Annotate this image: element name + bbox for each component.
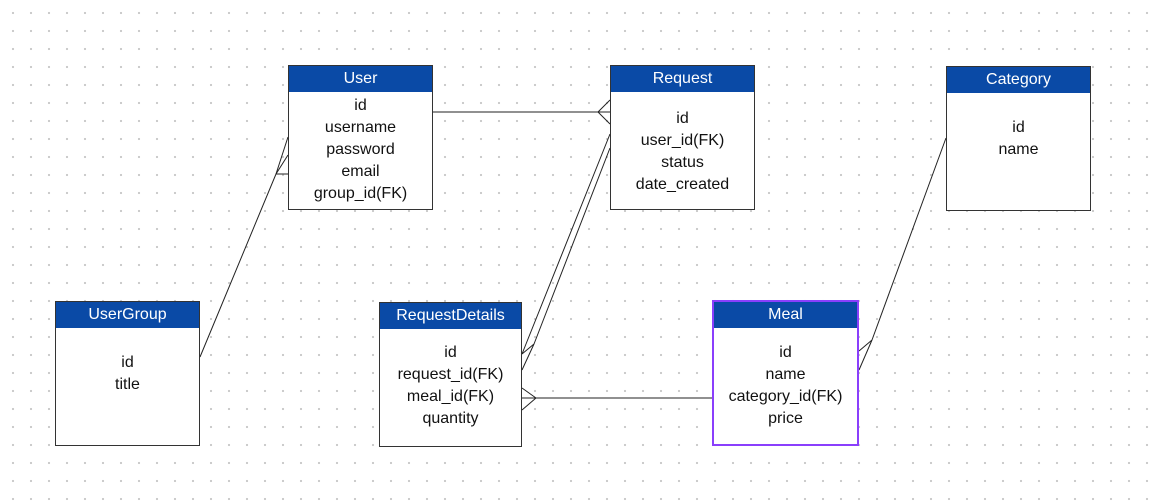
entity-requestdetails[interactable]: RequestDetails id request_id(FK) meal_id… (379, 302, 522, 447)
entity-field: group_id(FK) (313, 185, 408, 202)
entity-field: status (661, 154, 704, 171)
entity-field-list: id request_id(FK) meal_id(FK) quantity (380, 329, 521, 430)
entity-request[interactable]: Request id user_id(FK) status date_creat… (610, 65, 755, 210)
entity-title: Category (947, 67, 1090, 93)
entity-title: Meal (714, 302, 857, 328)
entity-field: user_id(FK) (640, 132, 725, 149)
entity-field: price (768, 410, 803, 427)
entity-field-list: id name category_id(FK) price (714, 328, 857, 430)
entity-field: email (341, 163, 380, 180)
entity-field: username (324, 119, 397, 136)
entity-field: id (444, 344, 457, 361)
connector-meal-requestdetails[interactable] (521, 387, 712, 411)
entity-field: id (1012, 119, 1025, 136)
entity-field: name (998, 141, 1039, 158)
entity-user[interactable]: User id username password email group_id… (288, 65, 433, 210)
entity-field: name (765, 366, 806, 383)
entity-field: request_id(FK) (397, 366, 504, 383)
entity-category[interactable]: Category id name (946, 66, 1091, 211)
entity-field: date_created (635, 176, 730, 193)
entity-usergroup[interactable]: UserGroup id title (55, 301, 200, 446)
entity-title: Request (611, 66, 754, 92)
entity-field: category_id(FK) (728, 388, 843, 405)
entity-field: meal_id(FK) (406, 388, 495, 405)
entity-field: quantity (422, 410, 479, 427)
entity-field: id (779, 344, 792, 361)
connector-usergroup-user[interactable] (199, 136, 289, 358)
entity-title: User (289, 66, 432, 92)
entity-field-list: id title (56, 328, 199, 396)
entity-title: RequestDetails (380, 303, 521, 329)
entity-field: title (115, 376, 140, 393)
entity-field: id (121, 354, 134, 371)
connector-request-requestdetails[interactable] (521, 133, 611, 371)
connector-category-meal[interactable] (858, 137, 947, 371)
entity-field: password (326, 141, 395, 158)
entity-field: id (354, 97, 367, 114)
entity-field-list: id name (947, 93, 1090, 161)
connector-user-request[interactable] (433, 99, 611, 125)
entity-field: id (676, 110, 689, 127)
entity-meal[interactable]: Meal id name category_id(FK) price (712, 300, 859, 446)
entity-field-list: id user_id(FK) status date_created (611, 92, 754, 196)
entity-title: UserGroup (56, 302, 199, 328)
entity-field-list: id username password email group_id(FK) (289, 92, 432, 205)
